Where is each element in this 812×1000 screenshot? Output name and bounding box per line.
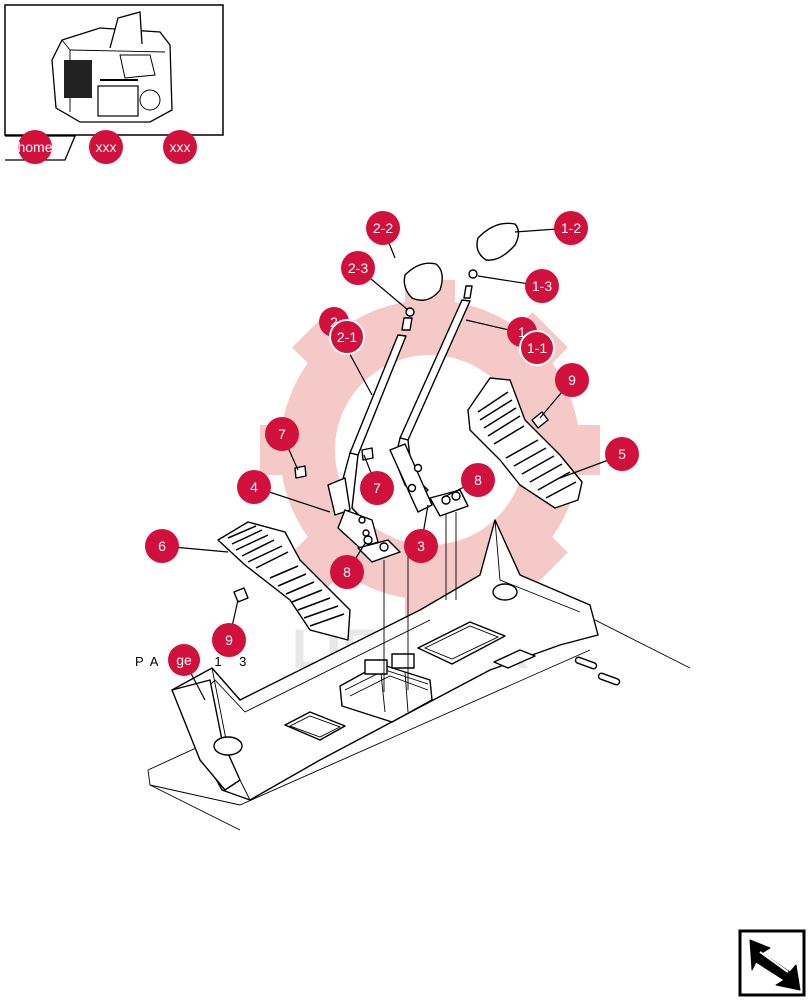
callout-1-3-label: 1-3 — [532, 278, 552, 294]
callout-8-left[interactable]: 8 — [330, 555, 364, 589]
home-button[interactable]: home — [17, 130, 53, 164]
callout-2-2-label: 2-2 — [373, 220, 393, 236]
callout-1-2-label: 1-2 — [561, 220, 581, 236]
return-arrow-icon — [749, 939, 801, 991]
next-button[interactable]: xxx — [163, 130, 197, 164]
floor-plate — [147, 519, 691, 831]
callout-page-label: ge — [176, 652, 192, 668]
thumbnail-panel[interactable] — [4, 4, 224, 161]
callout-1-1[interactable]: 1-1 — [519, 330, 555, 366]
next-button-label: xxx — [170, 139, 191, 155]
callout-2-3-label: 2-3 — [348, 260, 368, 276]
callout-2-3[interactable]: 2-3 — [341, 251, 375, 285]
callout-9-left[interactable]: 9 — [212, 623, 246, 657]
callout-5-label: 5 — [618, 446, 626, 462]
callout-page[interactable]: ge — [168, 644, 200, 676]
right-travel-lever — [361, 222, 549, 517]
callout-9-left-label: 9 — [225, 632, 233, 648]
callout-1-2[interactable]: 1-2 — [554, 211, 588, 245]
callout-1-label: 1 — [518, 324, 526, 340]
bolt-9-left — [233, 587, 249, 603]
callout-2-1-label: 2-1 — [337, 329, 357, 345]
install-lines — [383, 512, 457, 692]
left-travel-lever — [294, 262, 443, 563]
callout-7-right[interactable]: 7 — [360, 471, 394, 505]
callout-3[interactable]: 3 — [404, 529, 438, 563]
callout-7-right-label: 7 — [373, 480, 381, 496]
back-button[interactable]: xxx — [89, 130, 123, 164]
callout-7-left[interactable]: 7 — [265, 417, 299, 451]
home-button-label: home — [17, 139, 52, 155]
callout-3-label: 3 — [417, 538, 425, 554]
callout-9-right-label: 9 — [568, 372, 576, 388]
callout-8-right-label: 8 — [474, 472, 482, 488]
callout-2-1[interactable]: 2-1 — [329, 319, 365, 355]
callout-8-left-label: 8 — [343, 564, 351, 580]
callout-4[interactable]: 4 — [237, 470, 271, 504]
callout-8-right[interactable]: 8 — [461, 463, 495, 497]
callout-4-label: 4 — [250, 479, 258, 495]
callout-5[interactable]: 5 — [605, 437, 639, 471]
callout-6-label: 6 — [158, 538, 166, 554]
callout-1-3[interactable]: 1-3 — [525, 269, 559, 303]
right-travel-pedal — [467, 377, 583, 509]
left-travel-pedal — [217, 521, 351, 641]
callout-2-label: 2 — [330, 314, 338, 330]
callout-9-right[interactable]: 9 — [555, 363, 589, 397]
callout-7-left-label: 7 — [278, 426, 286, 442]
callout-1-1-label: 1-1 — [527, 340, 547, 356]
callout-6[interactable]: 6 — [145, 529, 179, 563]
back-button-label: xxx — [96, 139, 117, 155]
callout-2-2[interactable]: 2-2 — [366, 211, 400, 245]
return-button[interactable] — [738, 929, 806, 997]
machine-thumbnail-icon — [51, 11, 173, 123]
